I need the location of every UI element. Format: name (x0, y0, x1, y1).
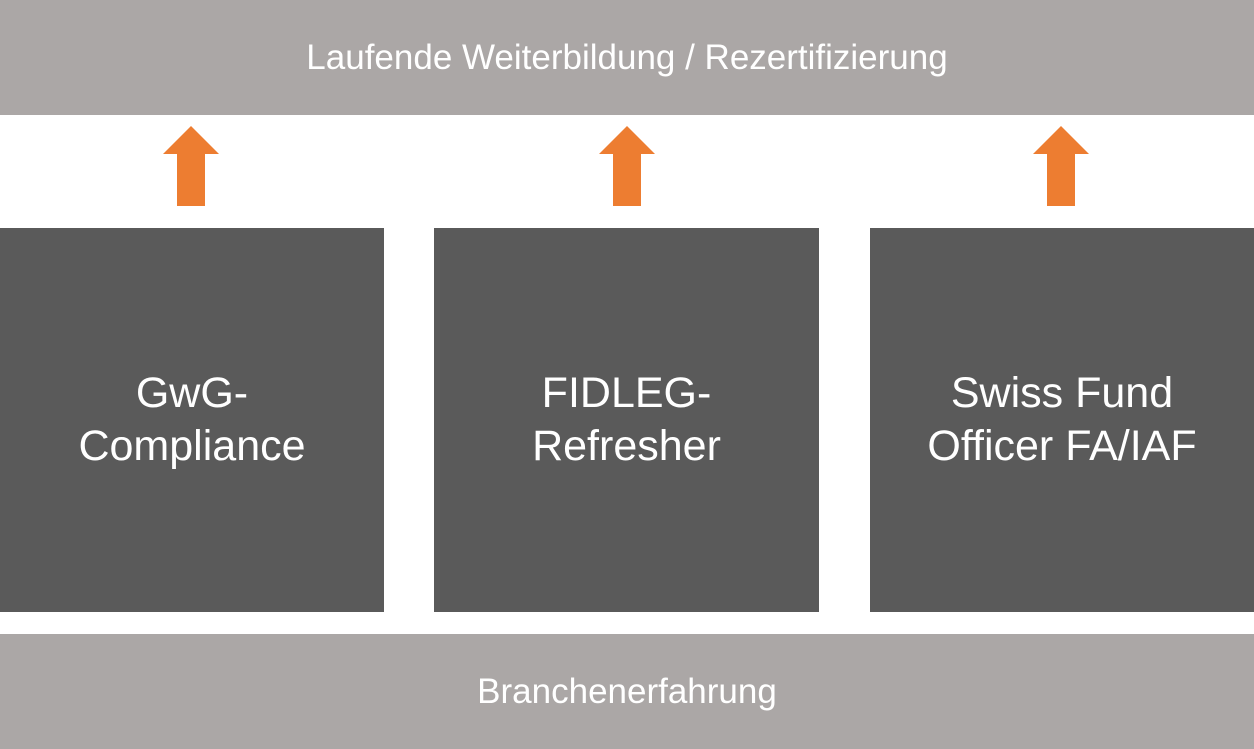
top-band-label: Laufende Weiterbildung / Rezertifizierun… (306, 37, 948, 77)
box-fidleg-refresher: FIDLEG- Refresher (434, 228, 819, 612)
box-swiss-fund-officer: Swiss Fund Officer FA/IAF (870, 228, 1254, 612)
box-line-2: Refresher (532, 422, 721, 470)
box-line-1: GwG- (135, 369, 249, 417)
box-line-2: Officer FA/IAF (927, 422, 1197, 470)
up-arrow-icon (163, 126, 219, 206)
bottom-band-label: Branchenerfahrung (477, 671, 777, 711)
box-gwg-compliance: GwG- Compliance (0, 228, 384, 612)
up-arrow-icon (1033, 126, 1089, 206)
bottom-band: Branchenerfahrung (0, 634, 1254, 749)
up-arrow-icon (599, 126, 655, 206)
top-band: Laufende Weiterbildung / Rezertifizierun… (0, 0, 1254, 115)
box-line-2: Compliance (78, 422, 306, 470)
box-line-1: FIDLEG- (541, 369, 712, 417)
box-line-1: Swiss Fund (950, 369, 1174, 417)
